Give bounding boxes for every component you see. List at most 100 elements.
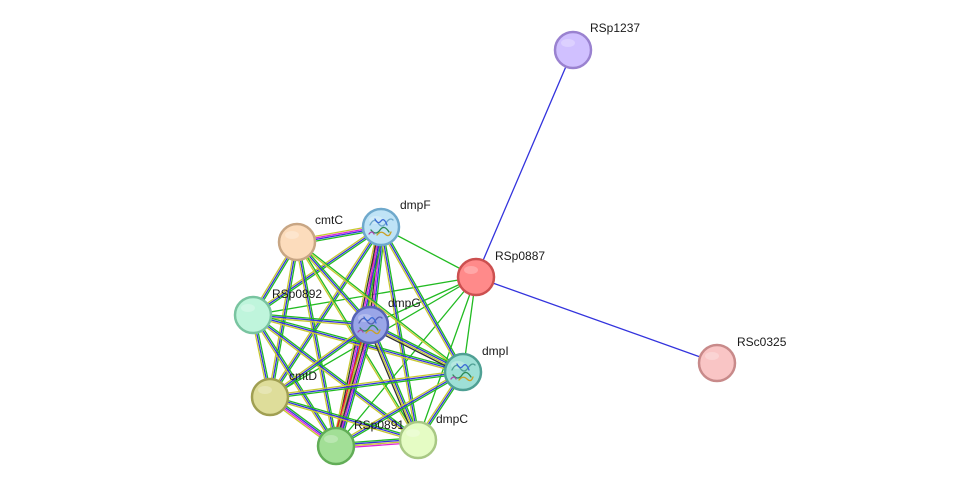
edge-line-green xyxy=(381,226,421,441)
edge-line-olive xyxy=(251,225,381,315)
edge-line-green xyxy=(269,394,420,440)
node-RSp0887[interactable]: RSp0887 xyxy=(456,249,545,297)
structure-strand xyxy=(450,376,457,380)
edge-line-blue xyxy=(269,371,464,398)
edge-line-green xyxy=(381,225,466,372)
node-label: RSp0887 xyxy=(495,249,545,263)
node-label: cmtD xyxy=(289,369,317,383)
node-label: cmtC xyxy=(315,213,343,227)
node-highlight xyxy=(285,231,299,239)
structure-strand xyxy=(369,218,394,227)
node-label: RSp1237 xyxy=(590,21,640,35)
edge-line-blue xyxy=(252,226,382,316)
edge-dmpI-cmtD[interactable] xyxy=(269,369,464,400)
node-dmpF[interactable]: dmpF xyxy=(361,198,431,247)
edge-line-green xyxy=(252,312,371,325)
node-circle[interactable] xyxy=(398,420,438,460)
structure-strand xyxy=(458,376,474,382)
node-dmpC[interactable]: dmpC xyxy=(398,412,468,460)
node-label: dmpG xyxy=(388,296,421,310)
node-circle[interactable] xyxy=(443,352,483,392)
node-RSc0325[interactable]: RSc0325 xyxy=(697,335,787,383)
node-circle[interactable] xyxy=(456,257,496,297)
node-label: RSp0891 xyxy=(354,418,404,432)
edge-line-blue xyxy=(252,314,464,373)
structure-strand xyxy=(357,329,364,333)
edge-line-blue xyxy=(269,396,419,441)
edge-RSp0887-RSp1237[interactable] xyxy=(475,49,574,278)
node-RSp1237[interactable]: RSp1237 xyxy=(553,21,640,70)
edge-line-blue xyxy=(475,276,718,364)
structure-strand xyxy=(452,371,472,379)
edge-RSp0892-dmpC[interactable] xyxy=(251,313,420,442)
node-highlight xyxy=(464,266,478,274)
node-dmpG[interactable]: dmpG xyxy=(350,296,421,345)
edge-line-red xyxy=(331,323,367,446)
node-cmtD[interactable]: cmtD xyxy=(250,369,317,417)
edge-line-olive xyxy=(269,369,464,397)
edge-RSp0892-dmpI[interactable] xyxy=(251,312,465,375)
edge-line-green xyxy=(296,240,465,373)
node-dmpI[interactable]: dmpI xyxy=(443,344,509,392)
node-label: dmpI xyxy=(482,344,509,358)
structure-strand xyxy=(359,324,379,332)
node-cmtC[interactable]: cmtC xyxy=(277,213,343,262)
edge-line-olive xyxy=(268,323,370,397)
node-circle[interactable] xyxy=(250,377,290,417)
edge-line-green xyxy=(297,240,420,441)
edge-line-olive xyxy=(268,397,419,443)
edge-line-olive xyxy=(251,315,418,442)
node-circle[interactable] xyxy=(350,305,390,345)
protein-structure-icon xyxy=(368,218,394,237)
node-highlight xyxy=(561,39,575,47)
structure-strand xyxy=(363,316,377,324)
node-RSp0891[interactable]: RSp0891 xyxy=(316,418,404,466)
edge-cmtD-dmpC[interactable] xyxy=(268,394,420,443)
edge-line-blue xyxy=(269,324,371,398)
structure-strand xyxy=(370,226,390,234)
structure-strand xyxy=(365,329,381,335)
edge-line-blue xyxy=(475,49,574,278)
node-label: dmpF xyxy=(400,198,431,212)
node-label: RSc0325 xyxy=(737,335,787,349)
node-highlight xyxy=(258,386,272,394)
node-highlight xyxy=(324,435,338,443)
node-RSp0892[interactable]: RSp0892 xyxy=(233,287,322,335)
edge-line-olive xyxy=(251,315,464,375)
node-circle[interactable] xyxy=(361,207,401,247)
edge-line-green xyxy=(253,313,420,440)
node-circle[interactable] xyxy=(277,222,317,262)
edge-cmtC-dmpI[interactable] xyxy=(295,240,465,374)
node-circle[interactable] xyxy=(697,343,737,383)
node-circle[interactable] xyxy=(233,295,273,335)
edge-line-blue xyxy=(252,314,371,326)
edge-line-green xyxy=(339,325,375,448)
edge-line-green xyxy=(336,372,465,449)
edge-dmpG-cmtD[interactable] xyxy=(268,323,372,399)
structure-strand xyxy=(456,363,470,371)
structure-strand xyxy=(451,363,476,372)
node-highlight xyxy=(241,304,255,312)
edge-line-green xyxy=(252,312,465,372)
edge-dmpF-RSp0892[interactable] xyxy=(251,225,383,317)
node-label: RSp0892 xyxy=(272,287,322,301)
edge-line-olive xyxy=(250,315,336,448)
structure-strand xyxy=(374,218,388,226)
structure-strand xyxy=(358,316,383,325)
node-highlight xyxy=(705,352,719,360)
edge-line-blue xyxy=(252,314,419,441)
node-circle[interactable] xyxy=(553,30,593,70)
node-circle[interactable] xyxy=(316,426,356,466)
edge-line-blue xyxy=(335,371,464,447)
edge-line-olive xyxy=(295,241,464,374)
edge-line-green xyxy=(270,325,372,399)
protein-structure-icon xyxy=(357,316,383,335)
edge-line-green xyxy=(269,372,464,400)
edge-dmpF-dmpI[interactable] xyxy=(378,225,466,374)
node-label: dmpC xyxy=(436,412,468,426)
edge-line-blue xyxy=(252,314,337,447)
edge-dmpI-RSp0891[interactable] xyxy=(334,369,465,449)
edge-RSp0887-RSc0325[interactable] xyxy=(475,276,718,364)
